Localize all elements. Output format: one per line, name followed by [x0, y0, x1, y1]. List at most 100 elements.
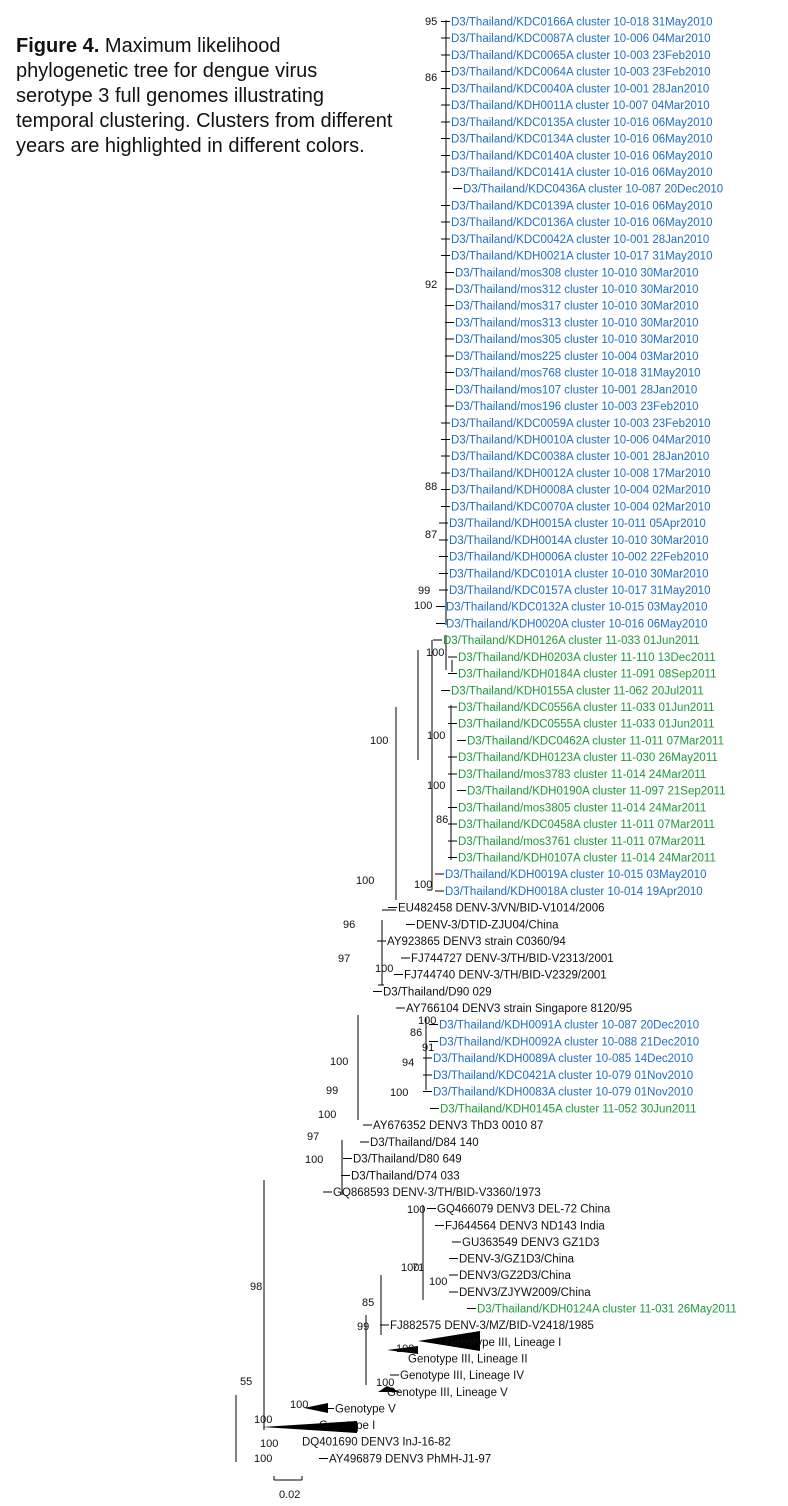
tree-branches — [235, 20, 453, 1462]
bootstrap-value-21: 100 — [390, 1087, 408, 1099]
tip-label-61: D3/Thailand/KDH0092A cluster 10-088 21De… — [439, 1036, 699, 1048]
tip-label-81: Genotype III, Lineage IV — [400, 1370, 524, 1382]
tip-label-66: AY676352 DENV3 ThD3 0010 87 — [373, 1120, 543, 1132]
tip-label-60: D3/Thailand/KDH0091A cluster 10-087 20De… — [439, 1020, 699, 1032]
tip-label-80: Genotype III, Lineage II — [408, 1353, 528, 1365]
bootstrap-value-19: 91 — [422, 1042, 434, 1054]
tip-label-74: DENV-3/GZ1D3/China — [459, 1254, 575, 1266]
tip-label-15: D3/Thailand/mos308 cluster 10-010 30Mar2… — [455, 267, 699, 279]
tip-label-21: D3/Thailand/mos768 cluster 10-018 31May2… — [455, 368, 700, 380]
tip-label-10: D3/Thailand/KDC0436A cluster 10-087 20De… — [463, 184, 723, 196]
tip-label-0: D3/Thailand/KDC0166A cluster 10-018 31Ma… — [451, 17, 712, 29]
tip-label-48: D3/Thailand/KDC0458A cluster 11-011 07Ma… — [458, 819, 715, 831]
bootstrap-value-23: 99 — [326, 1085, 338, 1097]
tip-label-85: DQ401690 DENV3 InJ-16-82 — [302, 1437, 451, 1449]
bootstrap-value-26: 100 — [305, 1154, 323, 1166]
tip-label-62: D3/Thailand/KDH0089A cluster 10-085 14De… — [433, 1053, 693, 1065]
bootstrap-value-27: 100 — [407, 1204, 425, 1216]
tip-label-11: D3/Thailand/KDC0139A cluster 10-016 06Ma… — [451, 200, 712, 212]
bootstrap-value-22: 100 — [330, 1056, 348, 1068]
collapsed-clade-79 — [418, 1331, 480, 1351]
tip-label-20: D3/Thailand/mos225 cluster 10-004 03Mar2… — [455, 351, 699, 363]
bootstrap-value-1: 86 — [425, 72, 437, 84]
tip-label-64: D3/Thailand/KDH0083A cluster 10-079 01No… — [433, 1087, 693, 1099]
tip-label-40: D3/Thailand/KDH0155A cluster 11-062 20Ju… — [451, 685, 704, 697]
collapsed-clade-85 — [262, 1421, 357, 1433]
tip-label-4: D3/Thailand/KDC0040A cluster 10-001 28Ja… — [451, 83, 709, 95]
bootstrap-value-33: 100 — [396, 1343, 414, 1355]
bootstrap-value-31: 85 — [362, 1297, 374, 1309]
bootstrap-value-3: 88 — [425, 481, 437, 493]
tip-label-3: D3/Thailand/KDC0064A cluster 10-003 23Fe… — [451, 67, 711, 79]
tip-label-46: D3/Thailand/KDH0190A cluster 11-097 21Se… — [467, 786, 726, 798]
tip-label-83: Genotype V — [335, 1403, 396, 1415]
scale-bar-label: 0.02 — [279, 1489, 300, 1501]
scale-bar: 0.02 — [273, 1476, 303, 1501]
tip-label-65: D3/Thailand/KDH0145A cluster 11-052 30Ju… — [440, 1103, 697, 1115]
bootstrap-value-18: 86 — [410, 1027, 422, 1039]
tip-label-24: D3/Thailand/KDC0059A cluster 10-003 23Fe… — [451, 418, 711, 430]
bootstrap-value-35: 98 — [250, 1281, 262, 1293]
tip-label-19: D3/Thailand/mos305 cluster 10-010 30Mar2… — [455, 334, 699, 346]
bootstrap-value-0: 95 — [425, 16, 437, 28]
tip-label-73: GU363549 DENV3 GZ1D3 — [462, 1237, 599, 1249]
figure-caption-text: Maximum likelihood phylogenetic tree for… — [16, 35, 393, 157]
tip-label-34: D3/Thailand/KDC0157A cluster 10-017 31Ma… — [449, 585, 710, 597]
tip-label-29: D3/Thailand/KDC0070A cluster 10-004 02Ma… — [451, 501, 711, 513]
tip-label-9: D3/Thailand/KDC0141A cluster 10-016 06Ma… — [451, 167, 712, 179]
tip-label-33: D3/Thailand/KDC0101A cluster 10-010 30Ma… — [449, 568, 709, 580]
collapsed-clade-80 — [387, 1346, 418, 1354]
tip-label-5: D3/Thailand/KDH0011A cluster 10-007 04Ma… — [451, 100, 710, 112]
tip-label-36: D3/Thailand/KDH0020A cluster 10-016 06Ma… — [446, 618, 707, 630]
tip-label-22: D3/Thailand/mos107 cluster 10-001 28Jan2… — [455, 384, 697, 396]
bootstrap-value-36: 55 — [240, 1376, 252, 1388]
tip-label-23: D3/Thailand/mos196 cluster 10-003 23Feb2… — [455, 401, 699, 413]
tip-label-39: D3/Thailand/KDH0184A cluster 11-091 08Se… — [458, 669, 717, 681]
collapsed-clade-82 — [378, 1386, 400, 1392]
tip-label-45: D3/Thailand/mos3783 cluster 11-014 24Mar… — [458, 769, 706, 781]
tip-label-50: D3/Thailand/KDH0107A cluster 11-014 24Ma… — [458, 853, 716, 865]
bootstrap-value-16: 100 — [375, 963, 393, 975]
bootstrap-value-4: 87 — [425, 529, 437, 541]
bootstrap-value-40: 100 — [254, 1453, 272, 1465]
bootstrap-value-14: 96 — [343, 919, 355, 931]
bootstrap-value-17: 100 — [418, 1015, 436, 1027]
tip-label-28: D3/Thailand/KDH0008A cluster 10-004 02Ma… — [451, 485, 711, 497]
tip-label-31: D3/Thailand/KDH0014A cluster 10-010 30Ma… — [449, 535, 709, 547]
tip-label-7: D3/Thailand/KDC0134A cluster 10-016 06Ma… — [451, 134, 712, 146]
tip-label-6: D3/Thailand/KDC0135A cluster 10-016 06Ma… — [451, 117, 712, 129]
tree-tip-labels: D3/Thailand/KDC0166A cluster 10-018 31Ma… — [262, 17, 737, 1465]
tip-label-47: D3/Thailand/mos3805 cluster 11-014 24Mar… — [458, 802, 706, 814]
tip-label-55: AY923865 DENV3 strain C0360/94 — [387, 936, 566, 948]
tip-label-76: DENV3/ZJYW2009/China — [459, 1287, 591, 1299]
tip-label-77: D3/Thailand/KDH0124A cluster 11-031 26Ma… — [477, 1304, 737, 1316]
tip-label-2: D3/Thailand/KDC0065A cluster 10-003 23Fe… — [451, 50, 711, 62]
tip-label-86: AY496879 DENV3 PhMH-J1-97 — [329, 1453, 491, 1465]
tip-label-16: D3/Thailand/mos312 cluster 10-010 30Mar2… — [455, 284, 699, 296]
bootstrap-value-15: 97 — [338, 953, 350, 965]
figure-caption: Figure 4. Maximum likelihood phylogeneti… — [16, 34, 396, 159]
bootstrap-value-39: 100 — [260, 1438, 278, 1450]
tip-label-38: D3/Thailand/KDH0203A cluster 11-110 13De… — [458, 652, 716, 664]
bootstrap-labels: 9586928887991001001001001008610010096971… — [240, 16, 448, 1465]
bootstrap-value-29: 100 — [401, 1262, 419, 1274]
figure-label: Figure 4. — [16, 35, 100, 57]
tip-label-56: FJ744727 DENV-3/TH/BID-V2313/2001 — [411, 953, 614, 965]
tip-label-82: Genotype III, Lineage V — [387, 1387, 508, 1399]
bootstrap-value-7: 100 — [426, 647, 444, 659]
tip-label-71: GQ466079 DENV3 DEL-72 China — [437, 1204, 611, 1216]
tip-label-37: D3/Thailand/KDH0126A cluster 11-033 01Ju… — [443, 635, 700, 647]
tip-label-35: D3/Thailand/KDC0132A cluster 10-015 03Ma… — [446, 602, 707, 614]
tip-label-32: D3/Thailand/KDH0006A cluster 10-002 22Fe… — [449, 552, 709, 564]
tip-label-72: FJ644564 DENV3 ND143 India — [445, 1220, 605, 1232]
tip-label-44: D3/Thailand/KDH0123A cluster 11-030 26Ma… — [458, 752, 718, 764]
bootstrap-value-34: 100 — [376, 1377, 394, 1389]
bootstrap-value-6: 100 — [414, 600, 432, 612]
tip-label-14: D3/Thailand/KDH0021A cluster 10-017 31Ma… — [451, 251, 712, 263]
tip-label-8: D3/Thailand/KDC0140A cluster 10-016 06Ma… — [451, 150, 712, 162]
tip-label-78: FJ882575 DENV-3/MZ/BID-V2418/1985 — [390, 1320, 594, 1332]
tip-label-59: AY766104 DENV3 strain Singapore 8120/95 — [406, 1003, 632, 1015]
tip-label-52: D3/Thailand/KDH0018A cluster 10-014 19Ap… — [445, 886, 703, 898]
bootstrap-value-30: 100 — [429, 1276, 447, 1288]
